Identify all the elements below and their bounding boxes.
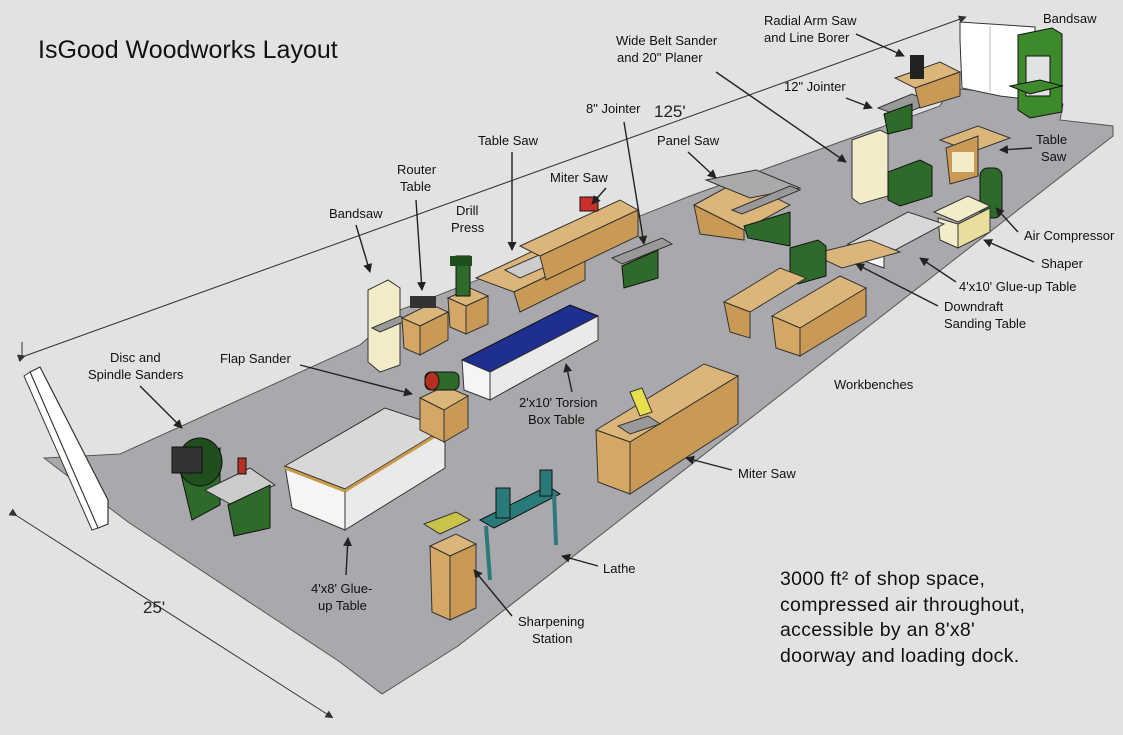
downdraft-sanding-table bbox=[789, 239, 902, 285]
label-table-saw-right: Table Saw bbox=[1036, 132, 1071, 164]
sharpening-station bbox=[422, 511, 478, 621]
width-dimension-label: 25' bbox=[143, 598, 165, 617]
label-bandsaw-left: Bandsaw bbox=[329, 206, 383, 221]
shop-description: 3000 ft² of shop space, compressed air t… bbox=[780, 568, 1031, 667]
label-torsion-box: 2'x10' Torsion Box Table bbox=[519, 395, 601, 427]
label-bandsaw-right: Bandsaw bbox=[1043, 11, 1097, 26]
label-wide-belt-sander: Wide Belt Sander and 20" Planer bbox=[616, 33, 721, 65]
disc-spindle-sander bbox=[171, 437, 277, 537]
router-table-machine bbox=[400, 296, 450, 356]
table-saw-right-machine bbox=[938, 125, 1012, 185]
workbenches bbox=[722, 267, 868, 357]
radial-arm-saw-line-borer bbox=[893, 55, 962, 109]
left-door-wall bbox=[29, 366, 109, 529]
label-disc-spindle-sanders: Disc and Spindle Sanders bbox=[88, 350, 184, 382]
label-downdraft-sanding: Downdraft Sanding Table bbox=[944, 299, 1026, 331]
label-jointer-8: 8" Jointer bbox=[586, 101, 641, 116]
table-saw-left-machine bbox=[474, 196, 640, 313]
label-miter-saw-top: Miter Saw bbox=[550, 170, 608, 185]
label-miter-saw-bottom: Miter Saw bbox=[738, 466, 796, 481]
label-glue-up-4x10: 4'x10' Glue-up Table bbox=[959, 279, 1076, 294]
label-radial-arm-saw: Radial Arm Saw and Line Borer bbox=[764, 13, 860, 45]
torsion-box-table bbox=[460, 304, 600, 401]
label-drill-press: Drill Press bbox=[451, 203, 485, 235]
wide-belt-sander-planer bbox=[851, 129, 933, 207]
label-air-compressor: Air Compressor bbox=[1024, 228, 1115, 243]
lathe-machine bbox=[478, 469, 561, 581]
label-router-table: Router Table bbox=[397, 162, 440, 194]
label-workbenches: Workbenches bbox=[834, 377, 914, 392]
shaper-machine bbox=[932, 195, 992, 249]
miter-saw-bench-bottom bbox=[594, 363, 740, 495]
jointer-8-machine bbox=[610, 237, 674, 289]
bandsaw-right-machine bbox=[1008, 27, 1064, 119]
label-sharpening-station: Sharpening Station bbox=[518, 614, 588, 646]
dimension-25: 25' bbox=[8, 508, 334, 719]
label-panel-saw: Panel Saw bbox=[657, 133, 720, 148]
label-glue-up-4x8: 4'x8' Glue- up Table bbox=[311, 581, 376, 613]
label-table-saw-left: Table Saw bbox=[478, 133, 539, 148]
label-flap-sander: Flap Sander bbox=[220, 351, 291, 366]
dimension-125: 125' bbox=[16, 15, 967, 363]
label-jointer-12: 12" Jointer bbox=[784, 79, 846, 94]
panel-saw-machine bbox=[692, 169, 802, 247]
label-shaper: Shaper bbox=[1041, 256, 1084, 271]
drill-press-machine bbox=[446, 255, 490, 335]
left-door-edge bbox=[23, 371, 99, 531]
callout-arrows bbox=[139, 33, 1035, 617]
label-lathe: Lathe bbox=[603, 561, 636, 576]
length-dimension-label: 125' bbox=[654, 102, 686, 121]
glue-up-table-4x8 bbox=[283, 407, 447, 531]
flap-sander bbox=[418, 371, 470, 443]
page-title: IsGood Woodworks Layout bbox=[38, 36, 338, 64]
